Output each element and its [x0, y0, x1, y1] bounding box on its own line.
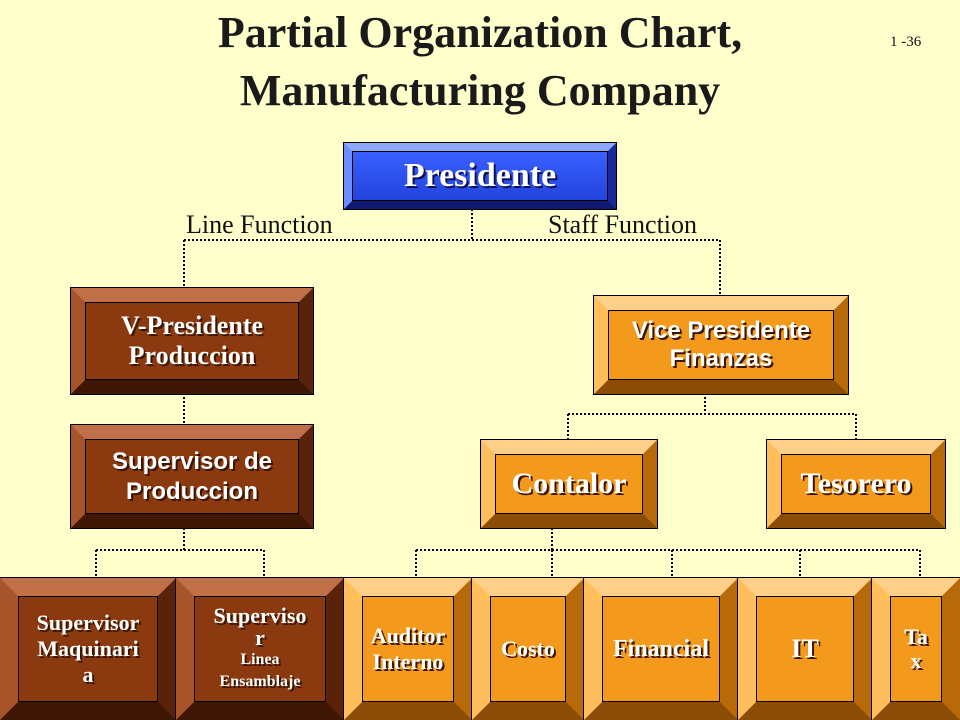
tax-box: Ta x: [871, 577, 960, 720]
sup-linea-line-1: Superviso: [213, 603, 307, 628]
connector-vp-finanzas: [567, 393, 857, 440]
sup-linea-label: Superviso r Linea Ensamblaje: [194, 596, 326, 702]
financial-box: Financial: [583, 577, 739, 720]
sup-linea-line-4: Ensamblaje: [219, 673, 301, 690]
auditor-interno-label: Auditor Interno: [362, 596, 454, 702]
tax-line-2: x: [910, 648, 922, 673]
sup-maquinaria-line-1: Supervisor: [36, 610, 140, 635]
connector-sup-produccion: [95, 528, 265, 578]
sup-linea-line-2: r: [255, 625, 265, 650]
financial-label: Financial: [602, 596, 720, 702]
presidente-label: Presidente: [352, 151, 608, 201]
tesorero-label: Tesorero: [781, 454, 931, 514]
contalor-box: Contalor: [480, 439, 658, 529]
vp-finanzas-line-1: Vice Presidente: [631, 317, 811, 344]
line-function-label: Line Function: [186, 210, 333, 239]
it-box: IT: [737, 577, 873, 720]
sup-maquinaria-box: Supervisor Maquinari a: [0, 577, 177, 720]
sup-linea-line-3: Linea: [240, 651, 280, 668]
auditor-interno-line-1: Auditor: [370, 623, 446, 648]
vp-finanzas-line-2: Finanzas: [669, 345, 773, 372]
sup-linea-box: Superviso r Linea Ensamblaje: [175, 577, 345, 720]
vp-produccion-line-1: V-Presidente: [121, 311, 263, 340]
tax-label: Ta x: [890, 596, 942, 702]
page-title-line-2: Manufacturing Company: [239, 66, 721, 115]
connector-contalor: [415, 528, 921, 578]
staff-function-label: Staff Function: [548, 210, 698, 239]
sup-maquinaria-line-2: Maquinari: [37, 636, 139, 661]
sup-produccion-line-2: Produccion: [125, 477, 258, 505]
sup-produccion-label: Supervisor de Produccion: [85, 439, 299, 514]
tesorero-box: Tesorero: [766, 439, 946, 529]
presidente-box: Presidente: [343, 142, 617, 210]
costo-box: Costo: [471, 577, 585, 720]
costo-label: Costo: [490, 596, 566, 702]
sup-produccion-box: Supervisor de Produccion: [70, 424, 314, 529]
vp-produccion-box: V-Presidente Produccion: [70, 287, 314, 395]
connector-president: [183, 209, 721, 296]
sup-maquinaria-label: Supervisor Maquinari a: [18, 596, 158, 702]
auditor-interno-box: Auditor Interno: [343, 577, 473, 720]
contalor-label: Contalor: [495, 454, 643, 514]
sup-maquinaria-line-3: a: [82, 662, 94, 687]
vp-finanzas-label: Vice Presidente Finanzas: [608, 310, 834, 380]
vp-produccion-label: V-Presidente Produccion: [85, 302, 299, 380]
tax-line-1: Ta: [904, 624, 928, 649]
slide-number: 1 -36: [890, 34, 922, 50]
auditor-interno-line-2: Interno: [372, 649, 444, 674]
it-label: IT: [756, 596, 854, 702]
vp-produccion-line-2: Produccion: [128, 341, 256, 370]
vp-finanzas-box: Vice Presidente Finanzas: [593, 295, 849, 395]
sup-produccion-line-1: Supervisor de: [111, 447, 273, 475]
page-title-line-1: Partial Organization Chart,: [217, 8, 743, 57]
